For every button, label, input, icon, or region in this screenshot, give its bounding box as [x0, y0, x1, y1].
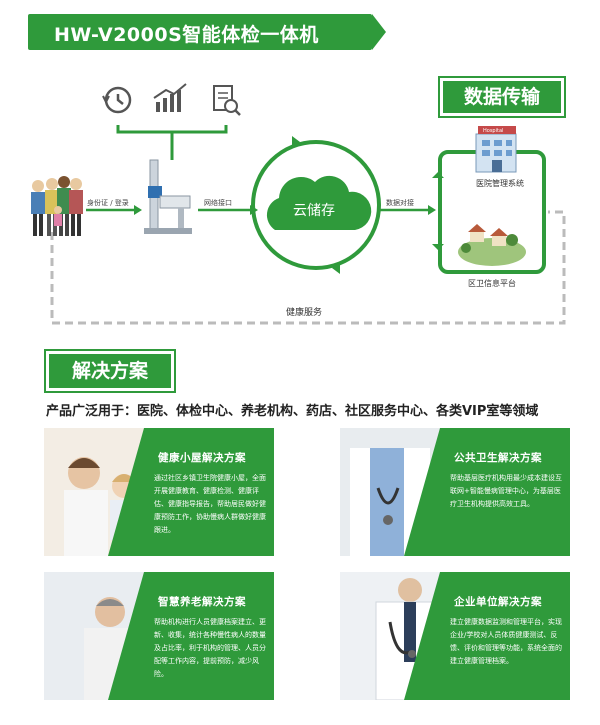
district-platform-label: 区卫信息平台 — [468, 279, 516, 288]
solution-card-public-health: 公共卫生解决方案 帮助基层医疗机构用最少成本建设互联网+智能慢病管理中心，为基层… — [340, 428, 570, 556]
card-description: 通过社区乡镇卫生院健康小屋，全面开展健康教育、健康检测、健康评估、健康指导报告，… — [154, 474, 266, 534]
cloud-shape — [266, 175, 372, 230]
people-group-icon — [31, 176, 83, 236]
flow-diagram: 身份证 / 登录 网络接口 云储存 数据对接 医院管理系统 区卫信息平台 健康服… — [0, 60, 600, 340]
card-description: 帮助基层医疗机构用最少成本建设互联网+智能慢病管理中心，为基层医疗卫生机构提供高… — [450, 474, 562, 508]
village-icon — [458, 224, 526, 266]
solution-card-enterprise: 企业单位解决方案 建立健康数据监测和管理平台，实现企业/学校对人员体质健康测试、… — [340, 572, 570, 700]
solution-card-elderly-care: 智慧养老解决方案 帮助机构进行人员健康档案建立、更新、收集，统计各种慢性病人的数… — [44, 572, 274, 700]
card-title: 健康小屋解决方案 — [158, 452, 246, 464]
report-search-icon — [213, 85, 241, 116]
data-transfer-tab: 数据传输 — [440, 78, 564, 116]
usage-text: 产品广泛用于：医院、体检中心、养老机构、药店、社区服务中心、各类VIP室等领域 — [46, 404, 539, 419]
hospital-icon — [475, 126, 517, 173]
flow-diagram-svg — [31, 83, 566, 325]
card-title: 智慧养老解决方案 — [158, 596, 246, 608]
card-title: 企业单位解决方案 — [454, 596, 542, 608]
title-banner: HW-V2000S智能体检一体机 — [28, 14, 386, 50]
hospital-sign: Hospital — [483, 128, 504, 134]
network-port-label: 网络接口 — [204, 199, 232, 207]
card-panel — [108, 428, 274, 556]
page-title: HW-V2000S智能体检一体机 — [54, 24, 319, 46]
data-sync-label: 数据对接 — [386, 199, 414, 207]
id-login-label: 身份证 / 登录 — [87, 199, 129, 207]
card-panel — [404, 572, 570, 700]
card-title: 公共卫生解决方案 — [454, 452, 542, 464]
card-description: 建立健康数据监测和管理平台，实现企业/学校对人员体质健康测试、反馈、评价和管理等… — [450, 618, 562, 665]
card-panel — [108, 572, 274, 700]
solution-card-health-hut: 健康小屋解决方案 通过社区乡镇卫生院健康小屋，全面开展健康教育、健康检测、健康评… — [44, 428, 274, 556]
cloud-label: 云储存 — [293, 203, 335, 219]
icons-bracket — [116, 125, 228, 134]
trend-chart-icon — [153, 83, 187, 112]
health-service-loop — [50, 210, 566, 325]
hospital-system-label: 医院管理系统 — [476, 179, 524, 188]
health-service-label: 健康服务 — [286, 308, 323, 318]
kiosk-machine-icon — [144, 159, 192, 234]
solution-tab: 解决方案 — [46, 351, 174, 391]
cycle-ring — [251, 140, 381, 270]
history-icon — [102, 86, 132, 114]
card-panel — [404, 428, 570, 556]
card-description: 帮助机构进行人员健康档案建立、更新、收集，统计各种慢性病人的数量及占比率，利于机… — [154, 618, 266, 678]
